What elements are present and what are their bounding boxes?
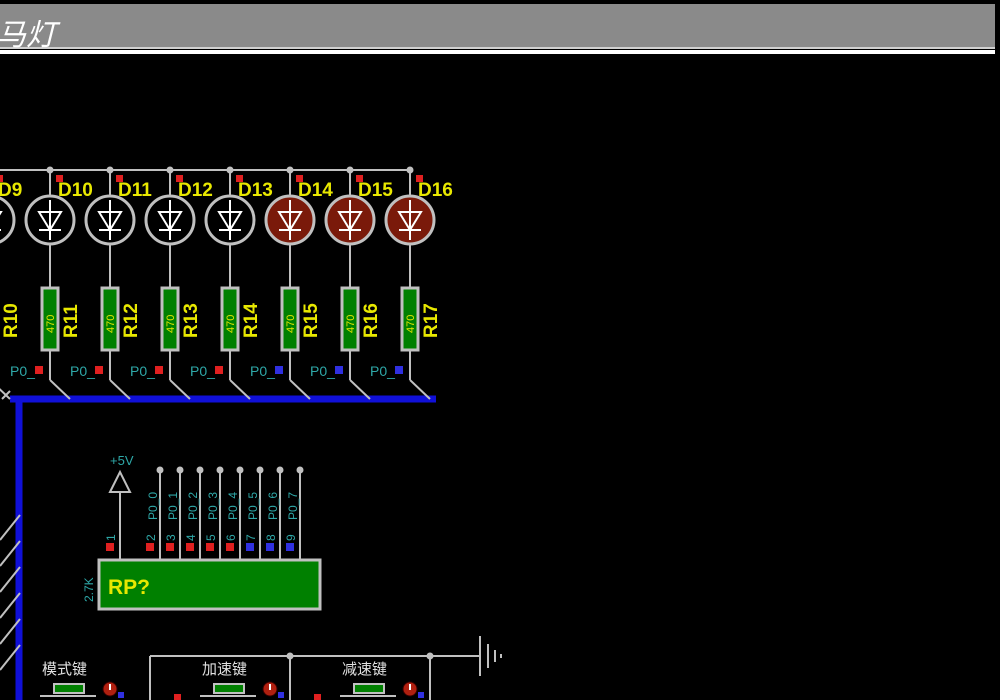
resistor-value: 470 — [405, 315, 417, 333]
svg-text:P0_: P0_ — [10, 363, 35, 379]
switch-network — [149, 636, 502, 700]
pushbutton-3[interactable]: 减速键 — [314, 661, 424, 700]
resistor-ref: R11 — [61, 304, 82, 338]
resistor-r16[interactable]: 470 R16 — [340, 244, 382, 400]
diode-symbol-icon — [277, 200, 303, 240]
resistor-ref: R10 — [1, 303, 22, 338]
net-label-port: P0_ — [70, 363, 103, 379]
net-label-port: P0_ — [130, 363, 163, 379]
resistor-r12[interactable]: 470 R12 — [100, 244, 142, 400]
rp-net-label: P0_4 — [226, 492, 240, 520]
warning-icon — [102, 681, 118, 697]
rp-pin-number: 6 — [224, 534, 238, 541]
svg-text:P0_: P0_ — [250, 363, 275, 379]
resistor-value: 470 — [45, 315, 57, 333]
diode-symbol-icon — [217, 200, 243, 240]
resistor-ref: R14 — [241, 303, 262, 338]
diode-label: D10 — [58, 180, 93, 201]
diode-symbol-icon — [337, 200, 363, 240]
pushbutton-1[interactable]: 模式键 — [40, 661, 124, 698]
rp-net-label: P0_2 — [186, 492, 200, 520]
resistor-value: 470 — [105, 315, 117, 333]
bus-entries-left — [0, 514, 21, 671]
resistor-ref: R12 — [121, 303, 142, 338]
diode-label: D14 — [298, 180, 333, 201]
diode-d13[interactable]: D13 — [204, 166, 273, 246]
svg-text:P0_: P0_ — [370, 363, 395, 379]
rp-net-label: P0_5 — [246, 492, 260, 520]
svg-text:P0_: P0_ — [310, 363, 335, 379]
supply-label: +5V — [110, 453, 134, 468]
diode-label: D15 — [358, 180, 393, 201]
rp-net-label: P0_6 — [266, 492, 280, 520]
rp-pin-number: 9 — [284, 534, 298, 541]
pushbutton-2[interactable]: 加速键 — [174, 661, 284, 700]
resistor-value: 470 — [165, 315, 177, 333]
diode-d10[interactable]: D10 — [24, 166, 93, 246]
title-divider — [0, 50, 995, 54]
resistor-value: 470 — [285, 315, 297, 333]
warning-icon — [262, 681, 278, 697]
svg-text:P0_: P0_ — [70, 363, 95, 379]
rp-pin-number: 7 — [244, 534, 258, 541]
resistor-value: 470 — [225, 315, 237, 333]
diode-d16[interactable]: D16 — [384, 166, 453, 246]
svg-text:P0_: P0_ — [130, 363, 155, 379]
title-bar: 马灯 — [0, 4, 995, 53]
diode-label: D11 — [118, 180, 152, 201]
diode-label: D13 — [238, 180, 273, 201]
resistor-ref: R13 — [181, 303, 202, 338]
diode-symbol-icon — [397, 200, 423, 240]
net-label-port: P0_ — [310, 363, 343, 379]
rp-net-label: P0_7 — [286, 492, 300, 520]
net-label-port: P0_ — [190, 363, 223, 379]
resistor-r10[interactable]: R10 — [0, 244, 22, 400]
diode-symbol-icon — [0, 211, 3, 231]
button-label: 减速键 — [342, 661, 387, 678]
rp-pin-number: 5 — [204, 534, 218, 541]
svg-text:P0_: P0_ — [190, 363, 215, 379]
diode-d11[interactable]: D11 — [84, 166, 152, 246]
net-label-port: P0_ — [250, 363, 283, 379]
resistor-ref: R15 — [301, 303, 322, 338]
resistor-r17[interactable]: 470 R17 — [400, 244, 442, 400]
resistor-ref: R16 — [361, 303, 382, 338]
rp-pin-number: 2 — [144, 534, 158, 541]
power-arrow-icon — [108, 469, 132, 493]
rp-pin-number: 8 — [264, 534, 278, 541]
resistor-r14[interactable]: 470 R14 — [220, 244, 262, 400]
rp-pin-number: 3 — [164, 534, 178, 541]
resistor-value: 470 — [345, 315, 357, 333]
diode-label: D16 — [418, 180, 453, 201]
resistor-pack-value: 2.7K — [82, 577, 96, 602]
diode-label: D9 — [0, 180, 22, 201]
window-title: 马灯 — [0, 18, 56, 53]
warning-icon — [402, 681, 418, 697]
rp-net-label: P0_0 — [146, 492, 160, 520]
diode-symbol-icon — [37, 200, 63, 240]
resistor-r13[interactable]: 470 R13 — [160, 244, 202, 400]
resistor-pack-ref: RP? — [108, 576, 150, 599]
resistor-r15[interactable]: 470 R15 — [280, 244, 322, 400]
ground-symbol-icon — [479, 636, 502, 676]
rp-pin-number: 4 — [184, 534, 198, 541]
rp-net-label: P0_1 — [166, 492, 180, 520]
button-label: 加速键 — [202, 661, 247, 678]
diode-d14[interactable]: D14 — [264, 166, 333, 246]
resistor-r11[interactable]: 470 R11 — [40, 244, 82, 400]
diode-symbol-icon — [157, 200, 183, 240]
button-label: 模式键 — [42, 661, 87, 678]
net-label-port: P0_ — [10, 363, 43, 379]
rp-net-label: P0_3 — [206, 492, 220, 520]
rp-pin-number: 1 — [104, 534, 118, 541]
diode-label: D12 — [178, 180, 213, 201]
diode-d15[interactable]: D15 — [324, 166, 393, 246]
diode-symbol-icon — [97, 200, 123, 240]
net-label-port: P0_ — [370, 363, 403, 379]
resistor-ref: R17 — [421, 303, 442, 338]
diode-d9[interactable]: D9 — [0, 170, 22, 244]
diode-d12[interactable]: D12 — [144, 166, 213, 246]
